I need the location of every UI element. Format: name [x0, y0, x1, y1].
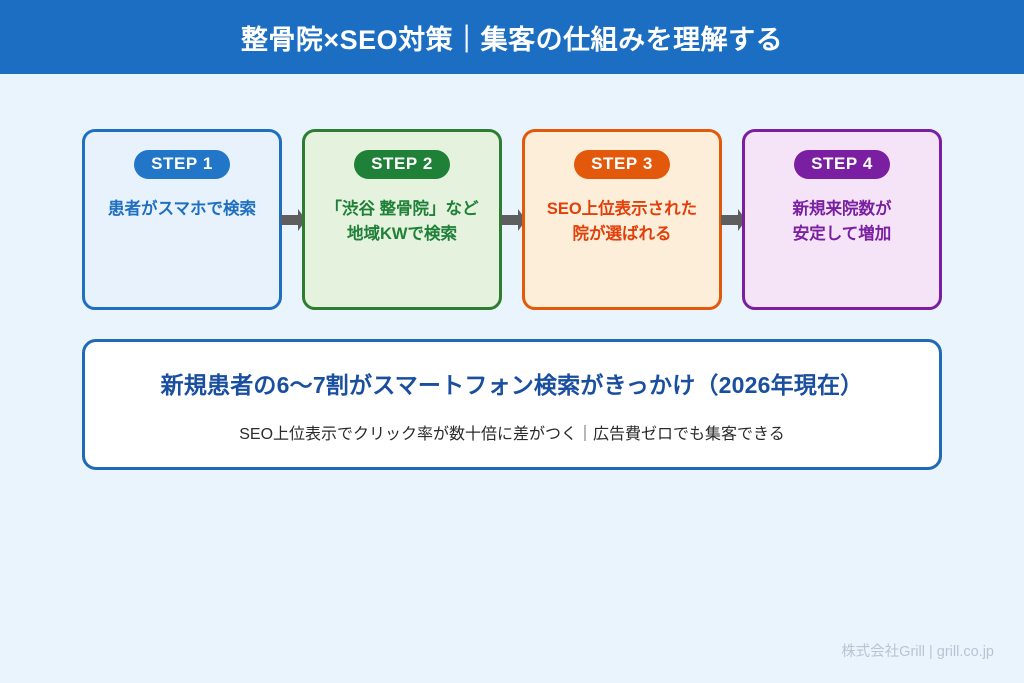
step-badge-4: STEP 4	[794, 150, 890, 179]
step-badge-3: STEP 3	[574, 150, 670, 179]
step-card-2: STEP 2 「渋谷 整骨院」など 地域KWで検索	[302, 129, 502, 310]
arrow-shaft	[721, 215, 741, 225]
step-text-1: 患者がスマホで検索	[107, 199, 256, 218]
arrow-shaft	[501, 215, 521, 225]
arrow-right-icon	[721, 129, 746, 310]
arrow-shaft	[281, 215, 301, 225]
step-card-3: STEP 3 SEO上位表示された 院が選ばれる	[522, 129, 722, 310]
page-title: 整骨院×SEO対策｜集客の仕組みを理解する	[240, 24, 784, 55]
step-text-2: 「渋谷 整骨院」など 地域KWで検索	[325, 199, 479, 244]
page-header: 整骨院×SEO対策｜集客の仕組みを理解する	[0, 0, 1024, 74]
arrow-right-icon	[501, 129, 526, 310]
arrow-right-icon	[281, 129, 306, 310]
callout-subtext: SEO上位表示でクリック率が数十倍に差がつく｜広告費ゼロでも集客できる	[239, 425, 785, 443]
step-text-4: 新規来院数が 安定して増加	[792, 199, 892, 244]
step-badge-2: STEP 2	[354, 150, 450, 179]
callout-headline: 新規患者の6〜7割がスマートフォン検索がきっかけ（2026年現在）	[160, 371, 864, 398]
footer-credit: 株式会社Grill | grill.co.jp	[841, 644, 994, 660]
step-card-1: STEP 1 患者がスマホで検索	[82, 129, 282, 310]
key-insight-callout: 新規患者の6〜7割がスマートフォン検索がきっかけ（2026年現在） SEO上位表…	[82, 339, 942, 470]
step-text-3: SEO上位表示された 院が選ばれる	[546, 199, 698, 244]
step-flow: STEP 1 患者がスマホで検索 STEP 2 「渋谷 整骨院」など 地域KWで…	[82, 129, 942, 310]
step-badge-1: STEP 1	[134, 150, 230, 179]
step-card-4: STEP 4 新規来院数が 安定して増加	[742, 129, 942, 310]
